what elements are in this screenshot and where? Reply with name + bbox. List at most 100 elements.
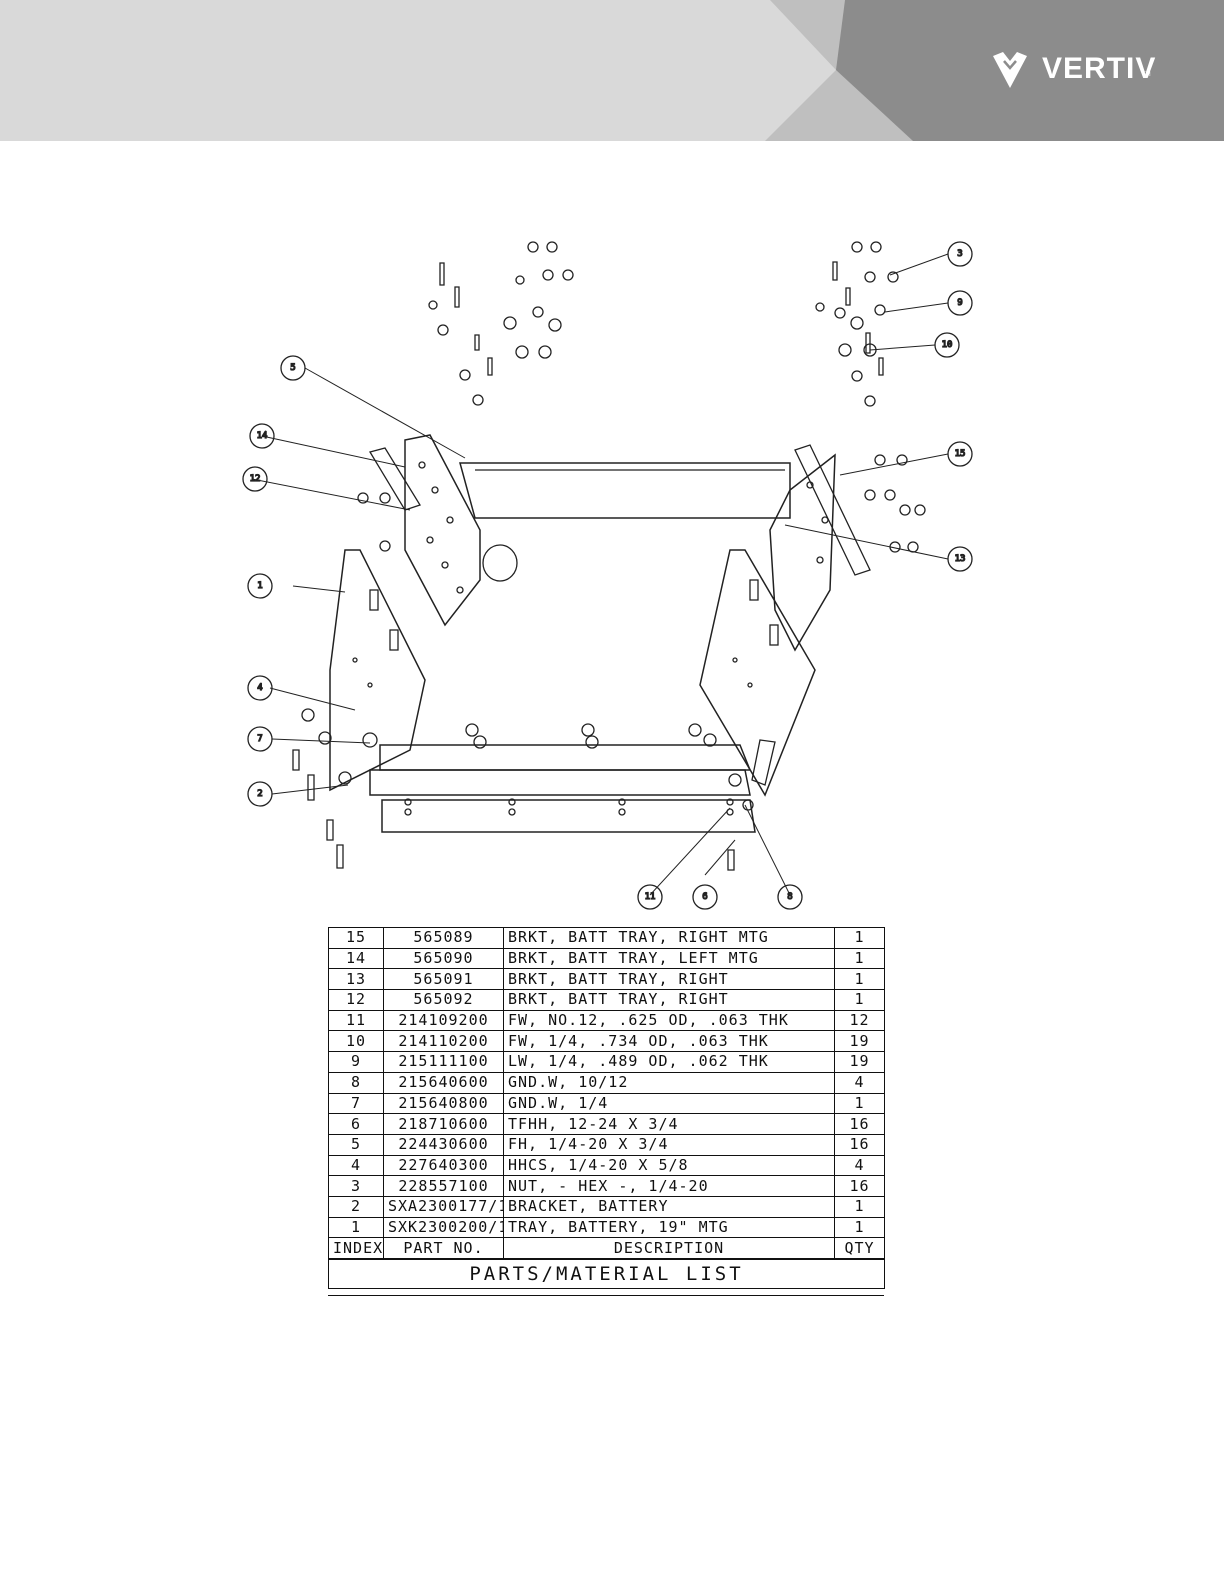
cell-part-no: 218710600 (383, 1113, 504, 1135)
cell-index: 14 (328, 947, 384, 970)
cell-part-no: 565090 (383, 947, 504, 970)
cell-part-no: 215640800 (383, 1092, 504, 1115)
cell-part-no: 214110200 (383, 1030, 504, 1053)
cell-qty: 1 (834, 1195, 885, 1218)
callout-label: 11 (645, 892, 656, 902)
cell-index: 2 (328, 1195, 384, 1218)
callout-label: 13 (955, 554, 966, 564)
cell-qty: 4 (834, 1071, 885, 1094)
callout-label: 9 (957, 298, 962, 308)
cell-description: BRKT, BATT TRAY, RIGHT (503, 968, 835, 991)
cell-index: 5 (328, 1133, 384, 1156)
cell-description: LW, 1/4, .489 OD, .062 THK (503, 1051, 835, 1073)
cell-part-no: SXA2300177/1 (383, 1195, 504, 1218)
table-title-row: PARTS/MATERIAL LIST (328, 1258, 885, 1289)
cell-description: FW, 1/4, .734 OD, .063 THK (503, 1030, 835, 1053)
column-header-index: INDEX (328, 1237, 384, 1260)
page-header-banner: VERTIV TM (0, 0, 1224, 141)
top-panel (459, 462, 791, 582)
cell-qty: 19 (834, 1051, 885, 1073)
callout-label: 3 (957, 249, 962, 259)
right-side-panel (699, 549, 816, 797)
cell-qty: 1 (834, 968, 885, 991)
callout-label: 10 (942, 340, 953, 350)
cell-qty: 1 (834, 1092, 885, 1115)
callout-label: 12 (250, 474, 261, 484)
cell-index: 8 (328, 1071, 384, 1094)
cell-part-no: 215111100 (383, 1051, 504, 1073)
callout-label: 4 (257, 683, 262, 693)
cell-index: 12 (328, 989, 384, 1011)
cell-description: BRKT, BATT TRAY, LEFT MTG (503, 947, 835, 970)
column-header-qty: QTY (834, 1237, 885, 1260)
cell-qty: 1 (834, 927, 885, 949)
trademark-mark: TM (1142, 72, 1151, 78)
cell-part-no: 214109200 (383, 1009, 504, 1032)
callout-label: 7 (257, 734, 262, 744)
cell-description: HHCS, 1/4-20 X 5/8 (503, 1154, 835, 1177)
cell-part-no: 215640600 (383, 1071, 504, 1094)
cell-description: TRAY, BATTERY, 19" MTG (503, 1216, 835, 1239)
cell-qty: 16 (834, 1133, 885, 1156)
column-header-part-no: PART NO. (383, 1237, 504, 1260)
cell-index: 3 (328, 1175, 384, 1197)
left-side-panel (329, 549, 426, 792)
cell-index: 9 (328, 1051, 384, 1073)
right-mounting-bracket (769, 444, 871, 652)
cell-part-no: 565089 (383, 927, 504, 949)
cell-part-no: 224430600 (383, 1133, 504, 1156)
cell-description: FW, NO.12, .625 OD, .063 THK (503, 1009, 835, 1032)
cell-index: 1 (328, 1216, 384, 1239)
callout-leaders (251, 253, 949, 896)
callout-label: 14 (257, 431, 268, 441)
cell-description: BRKT, BATT TRAY, RIGHT (503, 989, 835, 1011)
table-header-row: INDEX PART NO. DESCRIPTION QTY (328, 1237, 885, 1260)
cell-qty: 16 (834, 1113, 885, 1135)
cell-qty: 1 (834, 989, 885, 1011)
cell-part-no: SXK2300200/1 (383, 1216, 504, 1239)
cell-part-no: 228557100 (383, 1175, 504, 1197)
cell-description: TFHH, 12-24 X 3/4 (503, 1113, 835, 1135)
cell-qty: 4 (834, 1154, 885, 1177)
hardware-fasteners (292, 241, 926, 871)
cell-part-no: 227640300 (383, 1154, 504, 1177)
cell-qty: 12 (834, 1009, 885, 1032)
callout-label: 6 (702, 892, 707, 902)
brand-logo-text: VERTIV (1042, 52, 1157, 85)
cell-index: 11 (328, 1009, 384, 1032)
callout-label: 1 (257, 581, 262, 591)
left-mounting-bracket (368, 434, 481, 627)
cell-description: BRACKET, BATTERY (503, 1195, 835, 1218)
cell-part-no: 565091 (383, 968, 504, 991)
vertiv-v-icon (993, 52, 1027, 88)
callout-label: 8 (787, 892, 792, 902)
cell-part-no: 565092 (383, 989, 504, 1011)
callout-label: 15 (955, 449, 966, 459)
cell-description: BRKT, BATT TRAY, RIGHT MTG (503, 927, 835, 949)
column-header-description: DESCRIPTION (503, 1237, 835, 1260)
cell-index: 6 (328, 1113, 384, 1135)
header-chevron-graphic (0, 0, 1224, 141)
cell-description: GND.W, 10/12 (503, 1071, 835, 1094)
cell-index: 10 (328, 1030, 384, 1053)
parts-list-title: PARTS/MATERIAL LIST (328, 1258, 885, 1289)
exploded-assembly-drawing: 1 2 3 4 5 6 7 8 9 10 11 12 13 14 15 (230, 230, 1000, 920)
cell-index: 4 (328, 1154, 384, 1177)
cell-description: GND.W, 1/4 (503, 1092, 835, 1115)
callout-bubbles: 1 2 3 4 5 6 7 8 9 10 11 12 13 14 15 (242, 241, 973, 910)
cell-description: NUT, - HEX -, 1/4-20 (503, 1175, 835, 1197)
